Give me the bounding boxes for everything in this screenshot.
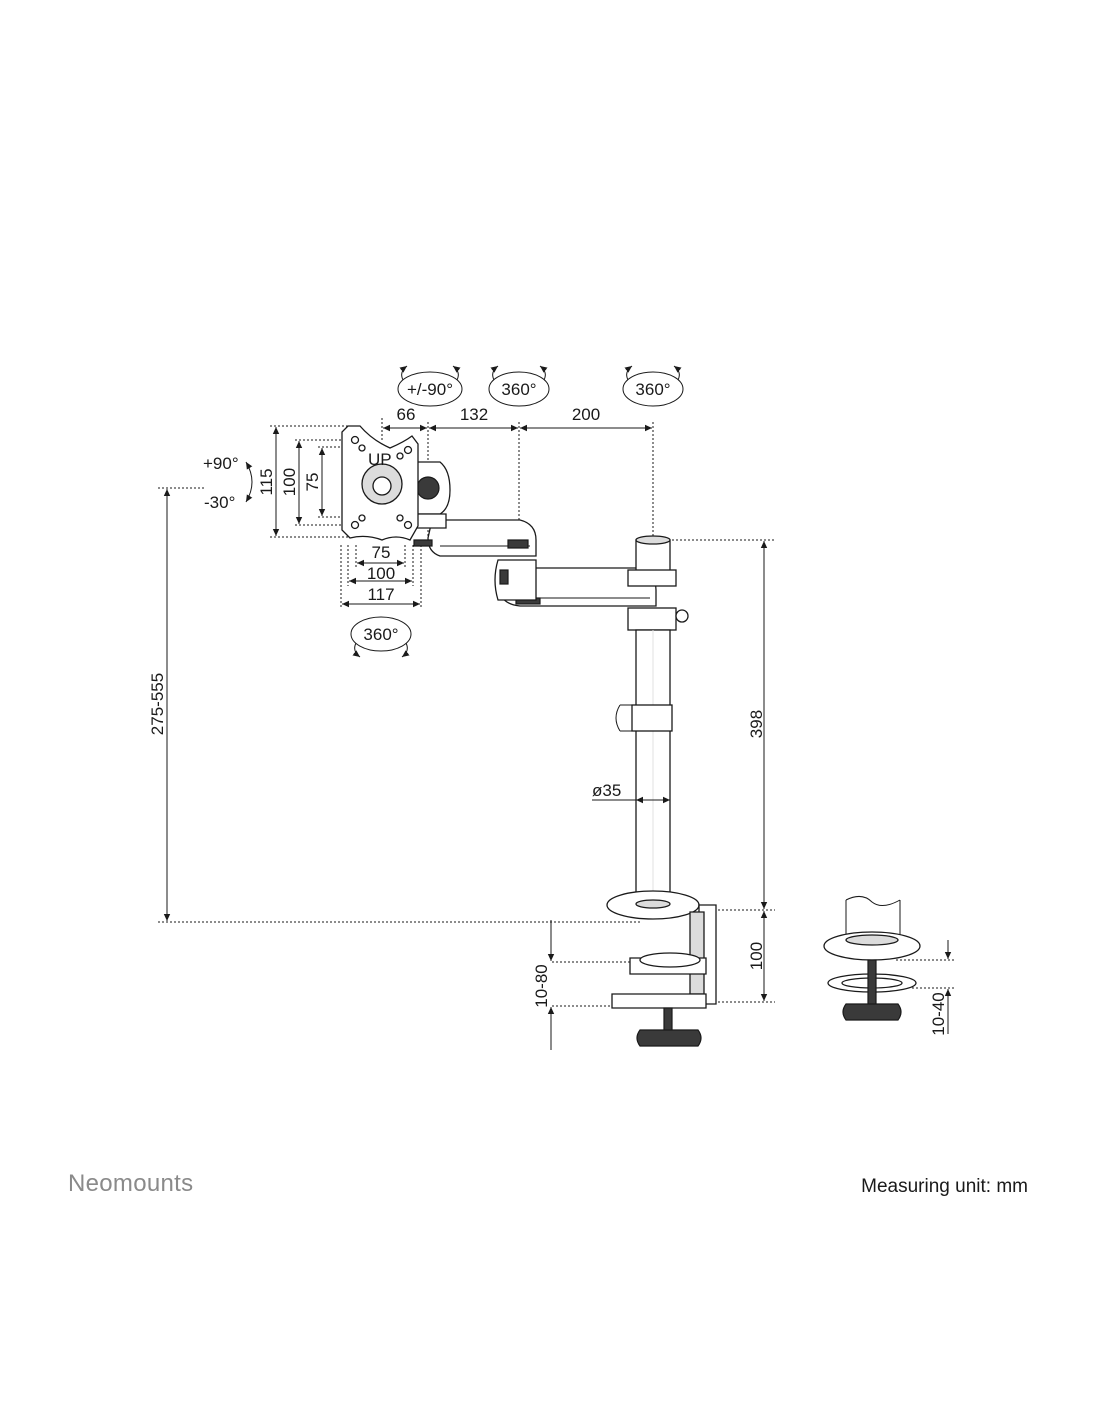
svg-text:115: 115 — [257, 468, 276, 495]
svg-text:398: 398 — [747, 710, 766, 738]
badge-arm-joint: 360° — [488, 365, 550, 407]
dim-vesa-115: 115 — [257, 427, 280, 536]
dim-pole-398: 398 — [747, 541, 768, 909]
svg-text:117: 117 — [367, 585, 394, 604]
badge-arm-joint-label: 360° — [501, 380, 536, 399]
badge-tilt-arm-label: +/-90° — [407, 380, 453, 399]
badge-tilt-arm: +/-90° — [397, 365, 463, 407]
dim-arm-200: 200 — [520, 405, 652, 432]
svg-text:275-555: 275-555 — [148, 673, 167, 735]
grommet-option — [823, 896, 921, 1021]
dim-grommet-range: 10-40 — [929, 940, 952, 1036]
tilt-indicator: +90° -30° — [203, 454, 253, 512]
svg-text:75: 75 — [303, 473, 322, 492]
svg-text:100: 100 — [367, 564, 395, 583]
dim-clamp-100: 100 — [747, 911, 768, 1001]
dim-pole-diameter: ø35 — [592, 781, 670, 804]
dim-vesa-75-vertical: 75 — [303, 448, 326, 516]
measuring-unit: Measuring unit: mm — [861, 1176, 1028, 1197]
svg-text:10-40: 10-40 — [929, 992, 948, 1035]
plate-up-mark: UP — [368, 450, 392, 469]
svg-text:100: 100 — [280, 468, 299, 496]
dim-vesa-100-vertical: 100 — [280, 441, 303, 524]
dim-clamp-range: 10-80 — [532, 920, 555, 1050]
badge-pole-swivel: 360° — [622, 365, 684, 407]
lower-arm — [494, 559, 657, 607]
dim-vesa-75-horizontal: 75 — [357, 543, 404, 567]
svg-text:75: 75 — [372, 543, 391, 562]
tilt-head — [411, 461, 451, 547]
svg-text:132: 132 — [460, 405, 488, 424]
tilt-down-label: -30° — [204, 493, 235, 512]
brand-logo: Neomounts — [68, 1170, 194, 1197]
badge-pole-swivel-label: 360° — [635, 380, 670, 399]
pole-top — [627, 535, 689, 631]
pole — [615, 629, 673, 901]
dim-vesa-117: 117 — [342, 585, 420, 608]
svg-text:200: 200 — [572, 405, 600, 424]
svg-text:66: 66 — [397, 405, 416, 424]
badge-vesa-rotation-label: 360° — [363, 625, 398, 644]
vesa-plate: UP — [341, 425, 419, 541]
svg-text:ø35: ø35 — [592, 781, 621, 800]
dim-height-range: 275-555 — [148, 489, 171, 921]
desk-clamp — [606, 890, 717, 1047]
tilt-up-label: +90° — [203, 454, 239, 473]
dim-arm-66: 66 — [383, 405, 427, 432]
dim-arm-132: 132 — [429, 405, 518, 432]
svg-text:10-80: 10-80 — [532, 964, 551, 1007]
dim-vesa-100-horizontal: 100 — [349, 564, 412, 585]
svg-text:100: 100 — [747, 942, 766, 970]
badge-vesa-rotation: 360° — [350, 616, 412, 658]
